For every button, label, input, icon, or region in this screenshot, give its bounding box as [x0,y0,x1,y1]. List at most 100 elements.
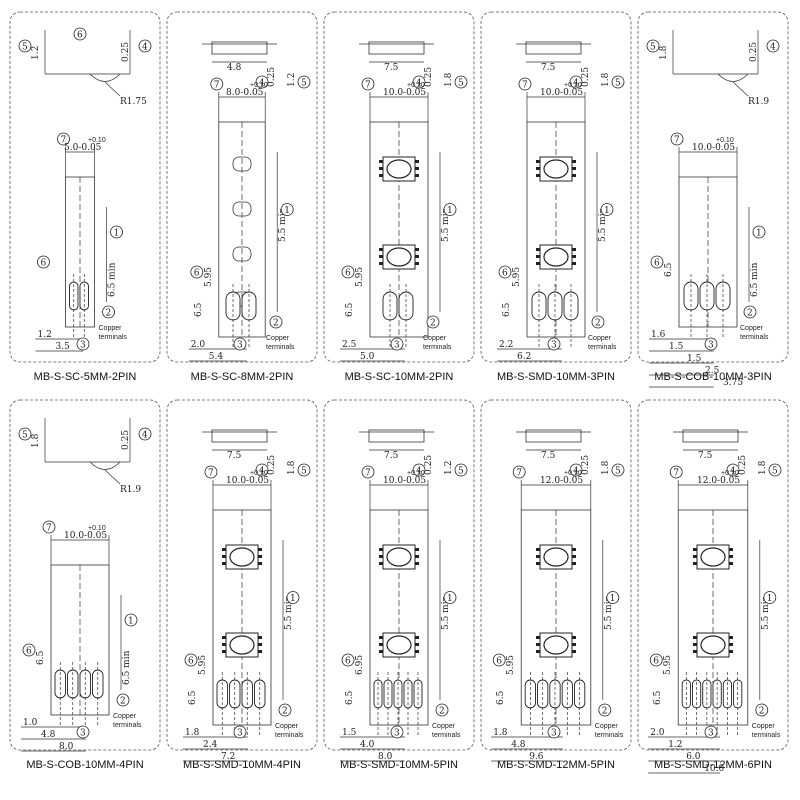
callout-number: 4 [573,79,579,89]
side-view-body [211,41,268,55]
callout-number: 5 [615,79,621,89]
led-pad [415,636,419,639]
callout-number: 4 [142,431,148,441]
callout-number: 5 [458,467,464,477]
led-pad [572,167,576,170]
callout-number: 1 [756,229,762,239]
callout-circle [233,725,247,739]
callout-number: 6 [194,269,200,279]
led-lens [543,159,569,179]
connector-name: MB-S-COB-10MM-3PIN [654,371,771,383]
callout-circle [124,613,138,627]
led-pad [379,255,383,258]
led-pad [379,555,383,558]
side-view-body [211,429,268,443]
callout-number: 5 [22,43,28,53]
led-pad [693,548,697,551]
callout-number: 7 [61,136,67,146]
bottom-dimension-label: 1.8 [493,728,508,738]
callout-number: 3 [551,729,557,739]
callout-circle [37,255,50,269]
dimension-label: 6.5 [664,262,674,277]
dimension-label: 0.25 [267,455,277,475]
callout-number: 7 [365,469,371,479]
side-view-body [368,429,425,443]
callout-number: 5 [301,79,307,89]
length-label: 5.5 min [441,207,451,242]
copper-label: terminals [595,732,624,739]
dimension-label: 1.8 [601,460,611,475]
led-lens [386,635,412,655]
width-label: 10.0-0.05 [692,143,735,153]
led-pad [415,255,419,258]
callout-circle [280,203,294,216]
copper-label: terminals [266,344,295,351]
callout-circle [591,315,605,329]
led-pad [258,650,262,653]
led-pad [379,548,383,551]
copper-label: terminals [588,344,617,351]
callout-circle [138,427,152,441]
led-pad [536,160,540,163]
callout-number: 2 [595,319,601,329]
copper-label: terminals [432,732,461,739]
bottom-dimension-label: 1.5 [687,354,702,364]
callout-circle [547,725,561,739]
length-label: 6.5 min [122,650,132,685]
led-pad [693,562,697,565]
callout-number: 7 [208,469,214,479]
side-view-body [368,41,425,55]
callout-circle [341,265,355,279]
bottom-dimension-label: 8.0 [59,742,74,752]
callout-number: 7 [516,469,522,479]
bend-curve [89,73,121,82]
dimension-label: 0.25 [424,67,434,87]
bend-curve [717,73,749,82]
callout-circle [547,337,561,351]
led-lens [386,247,412,267]
callout-number: 4 [573,467,579,477]
width-label: 10.0-0.05 [64,531,107,541]
led-pad [536,262,540,265]
bottom-dimension-label: 4.8 [511,740,526,750]
led-pad [572,262,576,265]
callout-number: 4 [730,467,736,477]
led-pad [693,650,697,653]
callout-number: 3 [551,341,557,351]
callout-circle [390,725,404,739]
width-label: 8.0-0.05 [226,88,264,98]
led-lens [700,635,726,655]
callout-number: 2 [282,707,288,717]
bottom-dimension-label: 9.6 [529,752,544,762]
callout-number: 2 [747,309,753,319]
callout-number: 6 [41,259,47,269]
led-pad [222,562,226,565]
dimension-line [104,469,121,485]
callout-circle [190,265,204,279]
tolerance-label: +0.10 [250,470,268,477]
tolerance-label: +0.10 [721,470,739,477]
top-width-label: 7.5 [384,451,399,461]
top-width-label: 4.8 [227,63,242,73]
led-pad [379,562,383,565]
callout-number: 5 [458,79,464,89]
dimension-label: 1.2 [287,73,297,87]
callout-circle [726,463,740,477]
callout-circle [512,465,526,479]
connector-name: MB-S-SMD-10MM-3PIN [497,371,615,383]
length-label: 5.5 min [441,595,451,630]
callout-circle [233,337,247,351]
led-lens [700,547,726,567]
led-pad [379,167,383,170]
led-pad [258,548,262,551]
led-pad [415,167,419,170]
led-pad [222,650,226,653]
callout-number: 7 [674,136,680,146]
callout-circle [454,463,468,477]
top-width-label: 7.5 [541,451,556,461]
led-lens [543,547,569,567]
led-pad [536,636,540,639]
